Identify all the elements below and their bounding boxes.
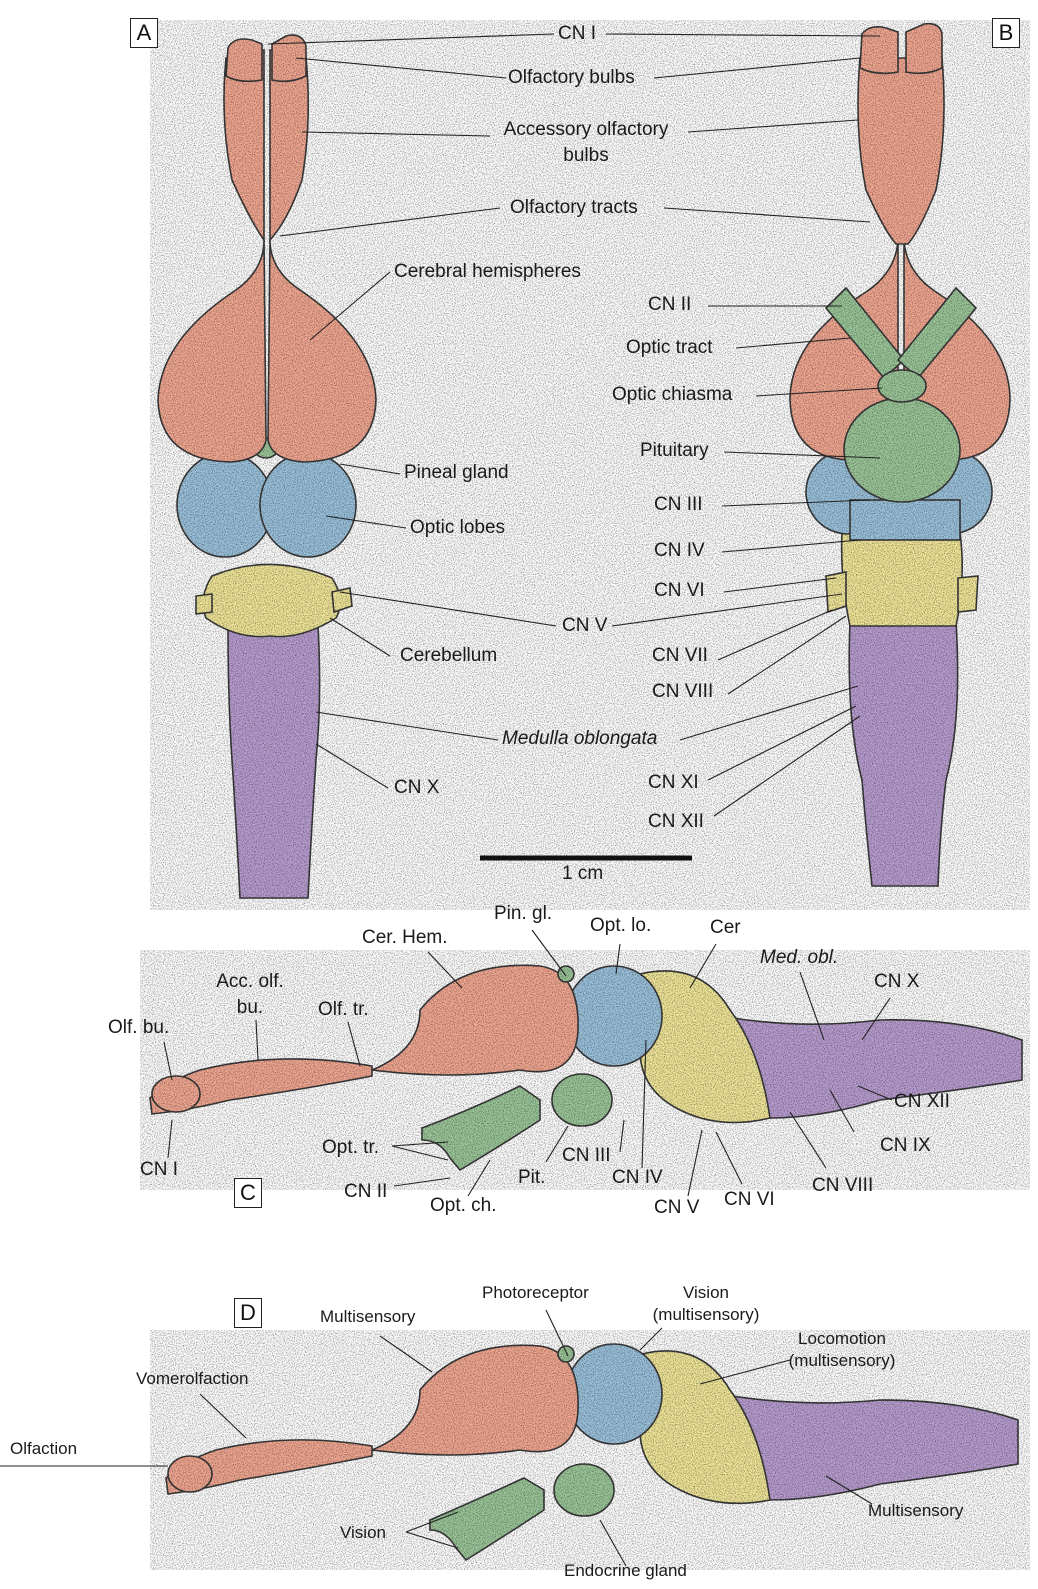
c-label-cer-hem: Cer. Hem. xyxy=(362,928,448,949)
c-label-acc-olf-1: Acc. olf. xyxy=(216,972,284,993)
label-pineal-gland: Pineal gland xyxy=(404,463,509,484)
label-optic-lobes: Optic lobes xyxy=(410,518,505,539)
label-cn-iv: CN IV xyxy=(654,541,705,562)
label-accessory-olfactory-2: bulbs xyxy=(563,146,608,167)
d-label-multisensory: Multisensory xyxy=(320,1308,415,1327)
c-label-opt-tr: Opt. tr. xyxy=(322,1138,379,1159)
d-label-multisensory-2: Multisensory xyxy=(868,1502,963,1521)
label-cn-viii: CN VIII xyxy=(652,682,713,703)
c-label-cn-ix: CN IX xyxy=(880,1136,931,1157)
label-cn-xii: CN XII xyxy=(648,812,704,833)
label-cerebral-hemispheres: Cerebral hemispheres xyxy=(394,262,581,283)
c-label-cn-v: CN V xyxy=(654,1198,699,1219)
scale-bar-label: 1 cm xyxy=(562,864,603,885)
label-cn-iii: CN III xyxy=(654,495,703,516)
label-cerebellum: Cerebellum xyxy=(400,646,497,667)
c-label-cn-vi: CN VI xyxy=(724,1190,775,1211)
d-label-olfaction: Olfaction xyxy=(10,1440,77,1459)
c-label-cn-iv: CN IV xyxy=(612,1168,663,1189)
panel-a-label: A xyxy=(130,18,158,48)
label-cn-vi: CN VI xyxy=(654,581,705,602)
c-label-opt-ch: Opt. ch. xyxy=(430,1196,497,1217)
c-label-olf-tr: Olf. tr. xyxy=(318,1000,369,1021)
d-label-locomotion-1: Locomotion xyxy=(798,1330,886,1349)
c-label-pin-gl: Pin. gl. xyxy=(494,904,552,925)
label-cn-vii: CN VII xyxy=(652,646,708,667)
d-label-endocrine-gland: Endocrine gland xyxy=(564,1562,687,1581)
c-label-cn-iii: CN III xyxy=(562,1146,611,1167)
c-label-cn-ii: CN II xyxy=(344,1182,387,1203)
d-label-vision-mult-2: (multisensory) xyxy=(653,1306,760,1325)
c-label-opt-lo: Opt. lo. xyxy=(590,916,651,937)
label-cn-xi: CN XI xyxy=(648,773,699,794)
label-pituitary: Pituitary xyxy=(640,441,709,462)
c-label-pit: Pit. xyxy=(518,1168,545,1189)
d-label-vision-mult-1: Vision xyxy=(683,1284,729,1303)
label-optic-tract: Optic tract xyxy=(626,338,713,359)
stipple-overlay xyxy=(140,20,1030,1570)
label-olfactory-bulbs: Olfactory bulbs xyxy=(508,68,635,89)
d-label-vision: Vision xyxy=(340,1524,386,1543)
label-medulla-oblongata: Medulla oblongata xyxy=(502,729,657,750)
panel-b-label: B xyxy=(992,18,1020,48)
label-optic-chiasma: Optic chiasma xyxy=(612,385,732,406)
label-cn-ii: CN II xyxy=(648,295,691,316)
c-label-cer: Cer xyxy=(710,918,741,939)
d-label-photoreceptor: Photoreceptor xyxy=(482,1284,589,1303)
label-accessory-olfactory-1: Accessory olfactory xyxy=(504,120,669,141)
d-label-vomerolfaction: Vomerolfaction xyxy=(136,1370,248,1389)
c-label-cn-xii: CN XII xyxy=(894,1092,950,1113)
panel-c-label: C xyxy=(234,1178,262,1208)
c-label-acc-olf-2: bu. xyxy=(237,998,263,1019)
panel-d-label: D xyxy=(234,1298,262,1328)
label-cn-x: CN X xyxy=(394,778,439,799)
c-label-med-obl: Med. obl. xyxy=(760,948,838,969)
d-label-locomotion-2: (multisensory) xyxy=(789,1352,896,1371)
c-label-cn-x: CN X xyxy=(874,972,919,993)
c-label-cn-viii: CN VIII xyxy=(812,1176,873,1197)
label-olfactory-tracts: Olfactory tracts xyxy=(510,198,638,219)
label-cn-i: CN I xyxy=(558,24,596,45)
c-label-olf-bu: Olf. bu. xyxy=(108,1018,169,1039)
label-cn-v: CN V xyxy=(562,616,607,637)
c-label-cn-i: CN I xyxy=(140,1160,178,1181)
